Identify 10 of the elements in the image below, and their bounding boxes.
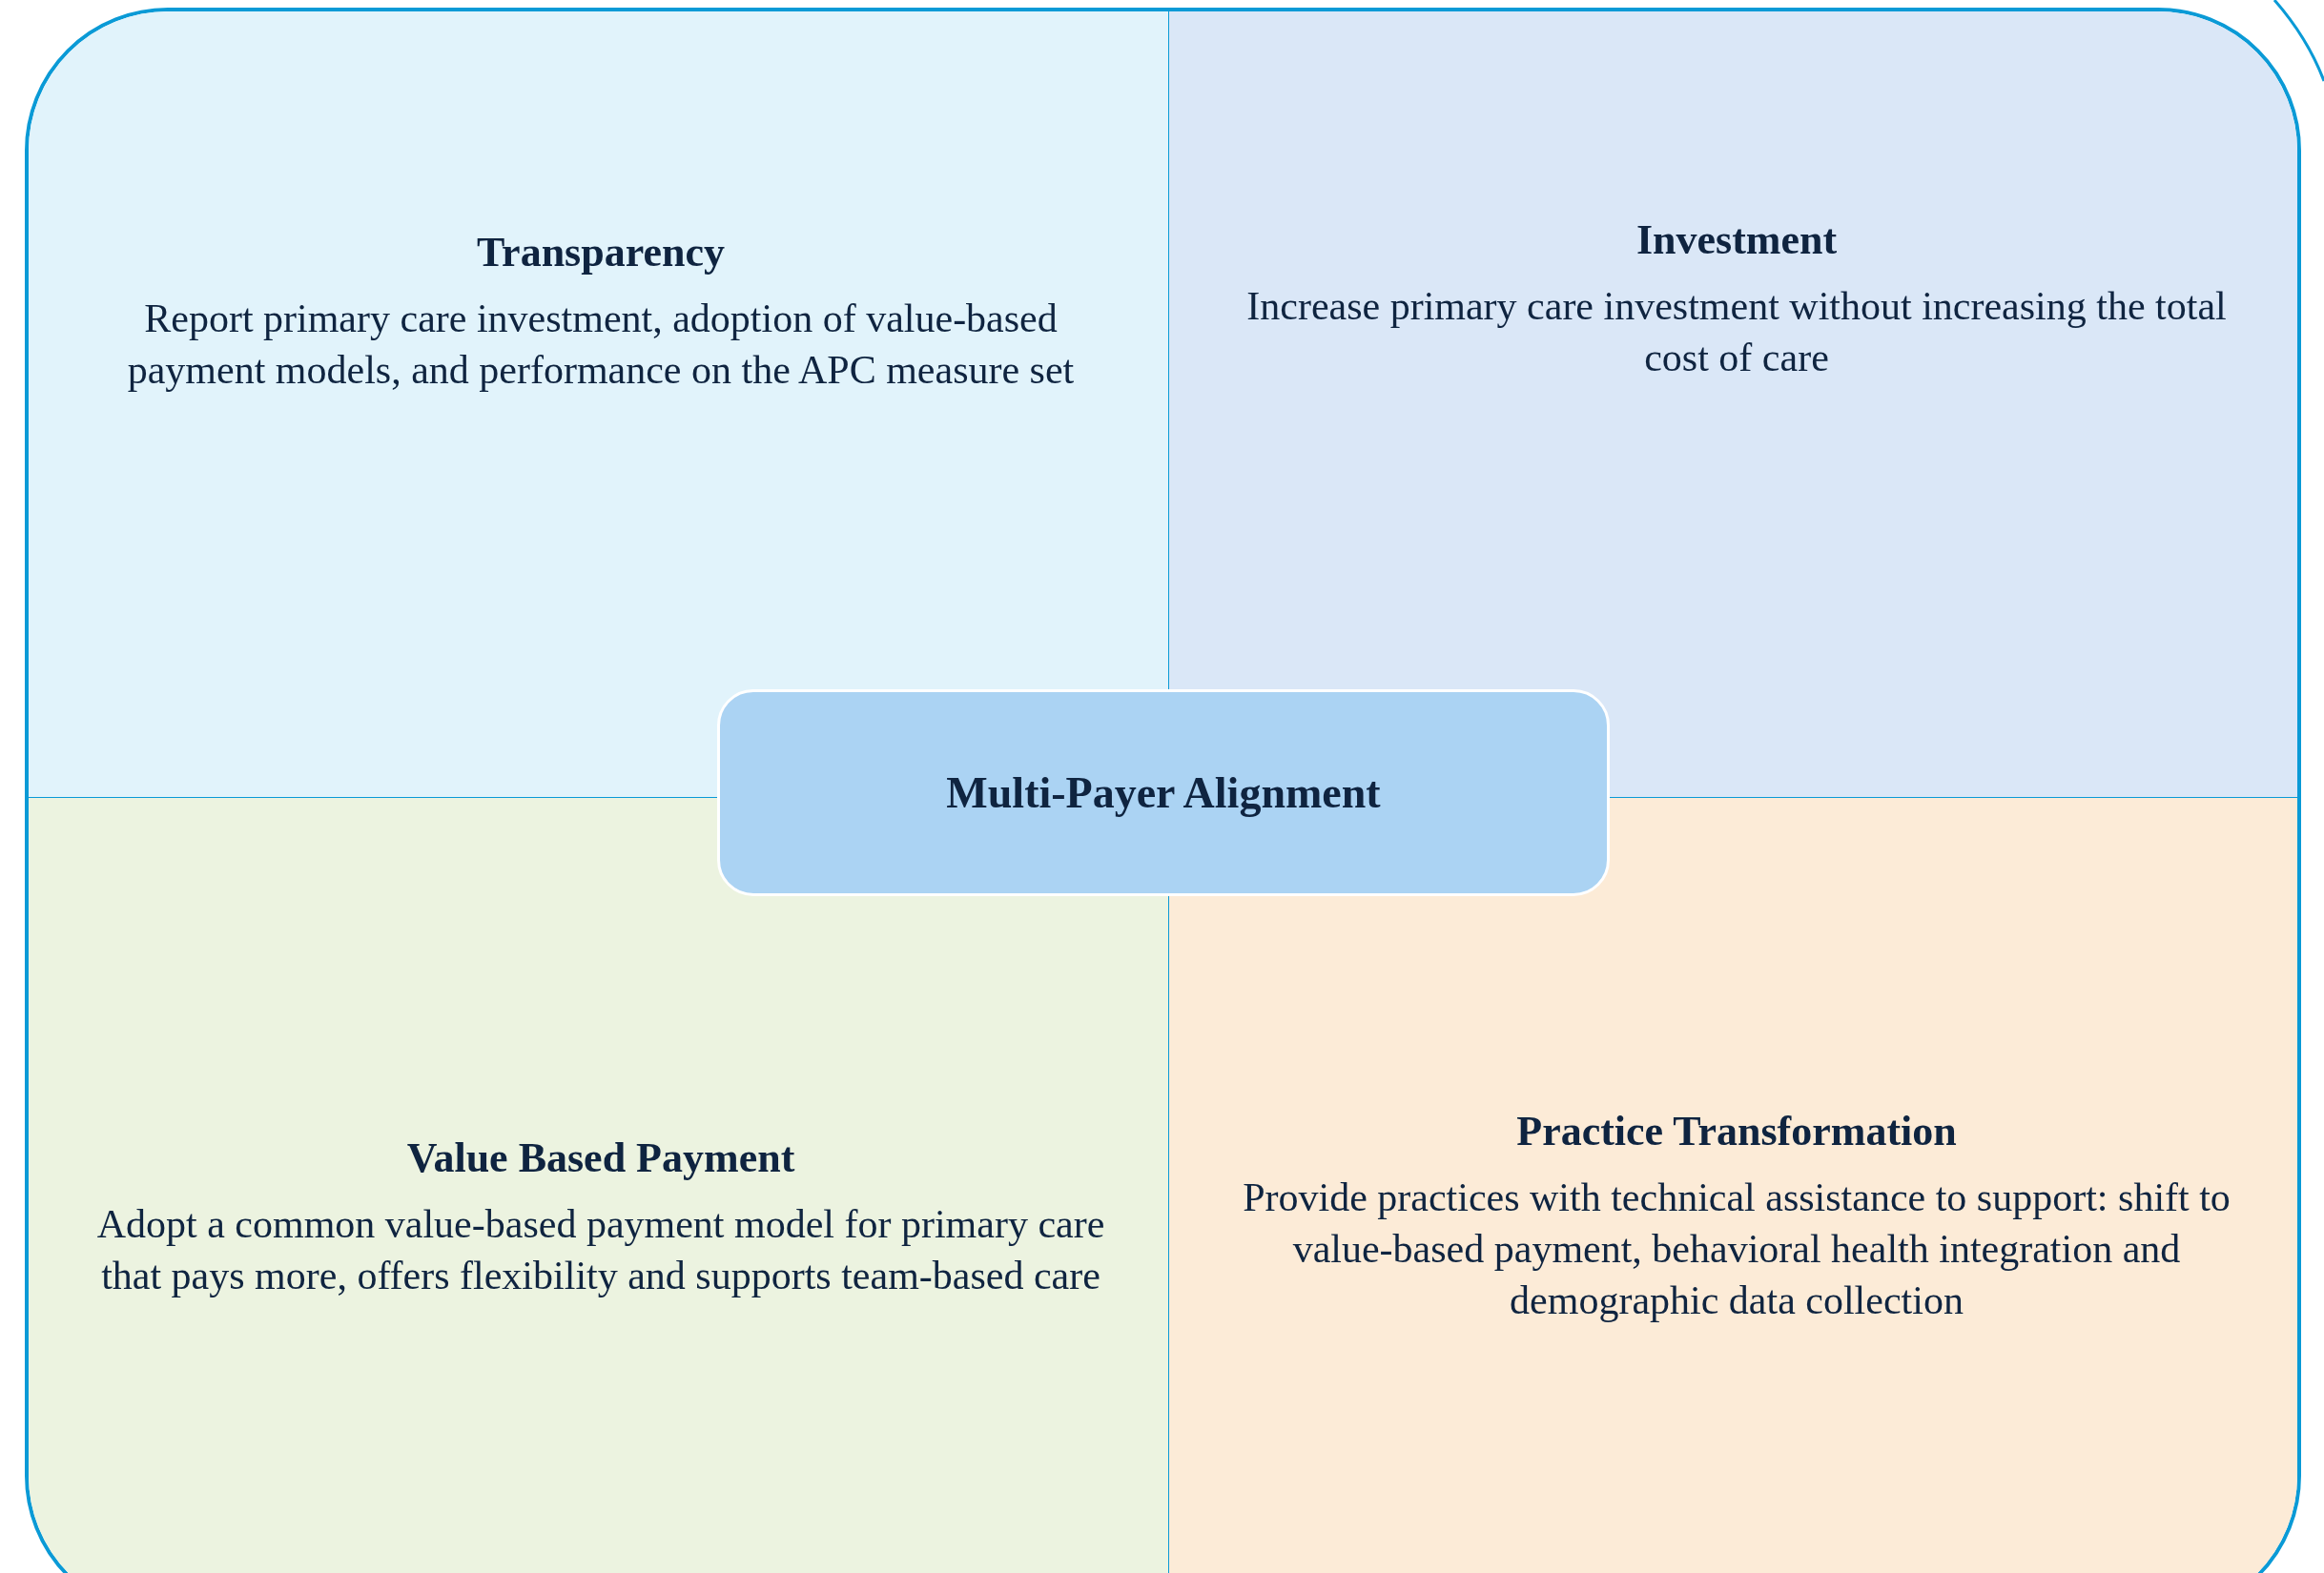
heading: Investment — [1635, 215, 1839, 265]
center-box — [717, 689, 1610, 896]
heading: Multi-Payer Alignment — [946, 766, 1381, 819]
heading: Practice Transformation — [1515, 1107, 1958, 1156]
description: Provide practices with technical assistance to support: shift to value-based payment, behavioral health integration and demographic data collection — [1242, 1175, 2231, 1324]
description: Adopt a common value-based payment model for primary care that pays more, offers flexibility and supports team-based care — [95, 1201, 1106, 1299]
description: Report primary care investment, adoption of value-based payment models, and performance on the APC measure set — [126, 296, 1076, 394]
heading: Value Based Payment — [405, 1134, 796, 1183]
description: Increase primary care investment without increasing the total cost of care — [1245, 283, 2228, 381]
heading: Transparency — [476, 228, 726, 277]
